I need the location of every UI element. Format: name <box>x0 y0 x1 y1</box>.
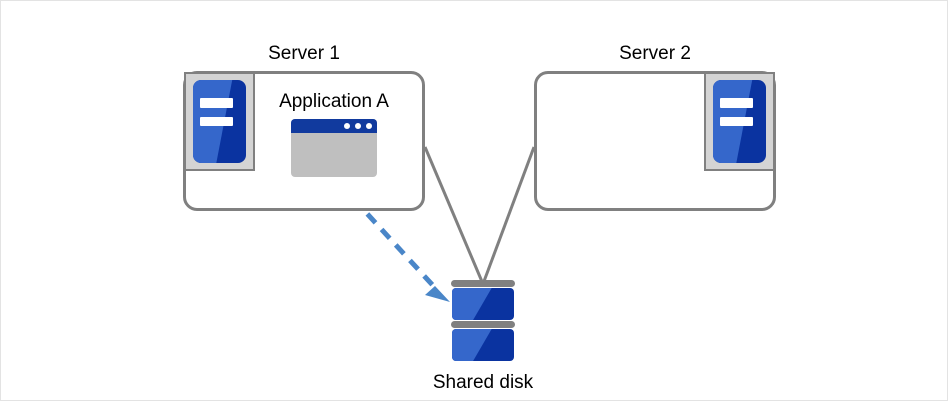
server-icon-bar-top <box>720 98 754 109</box>
server-2-to-disk-link <box>481 146 536 285</box>
shared-disk-icon[interactable] <box>451 280 515 364</box>
application-window-icon[interactable] <box>291 119 377 177</box>
arrowhead-icon <box>425 286 450 302</box>
window-dot-icon <box>344 123 350 129</box>
disk-cap-top <box>451 280 515 287</box>
server-1-group: Server 1 Application A <box>183 43 425 211</box>
server-icon-bar-bottom <box>200 116 234 127</box>
server-2-group: Server 2 <box>534 43 776 211</box>
server-icon-body <box>713 80 766 163</box>
server-icon-bar-bottom <box>720 116 754 127</box>
server-1-title: Server 1 <box>268 43 340 64</box>
window-dot-icon <box>366 123 372 129</box>
disk-platter <box>452 288 514 320</box>
server-icon <box>184 72 255 171</box>
window-dot-icon <box>355 123 361 129</box>
application-a-label: Application A <box>279 91 389 112</box>
disk-platter <box>452 329 514 361</box>
application-window-titlebar <box>291 119 377 133</box>
shared-disk-group: Shared disk <box>433 280 533 400</box>
server-icon-body <box>193 80 246 163</box>
application-a-group: Application A <box>269 91 399 181</box>
server-icon <box>704 72 775 171</box>
server-1-to-disk-link <box>423 146 485 285</box>
server-2-title: Server 2 <box>619 43 691 64</box>
disk-cap-middle <box>451 321 515 328</box>
server-icon-bar-top <box>200 98 234 109</box>
shared-disk-label: Shared disk <box>432 372 534 393</box>
